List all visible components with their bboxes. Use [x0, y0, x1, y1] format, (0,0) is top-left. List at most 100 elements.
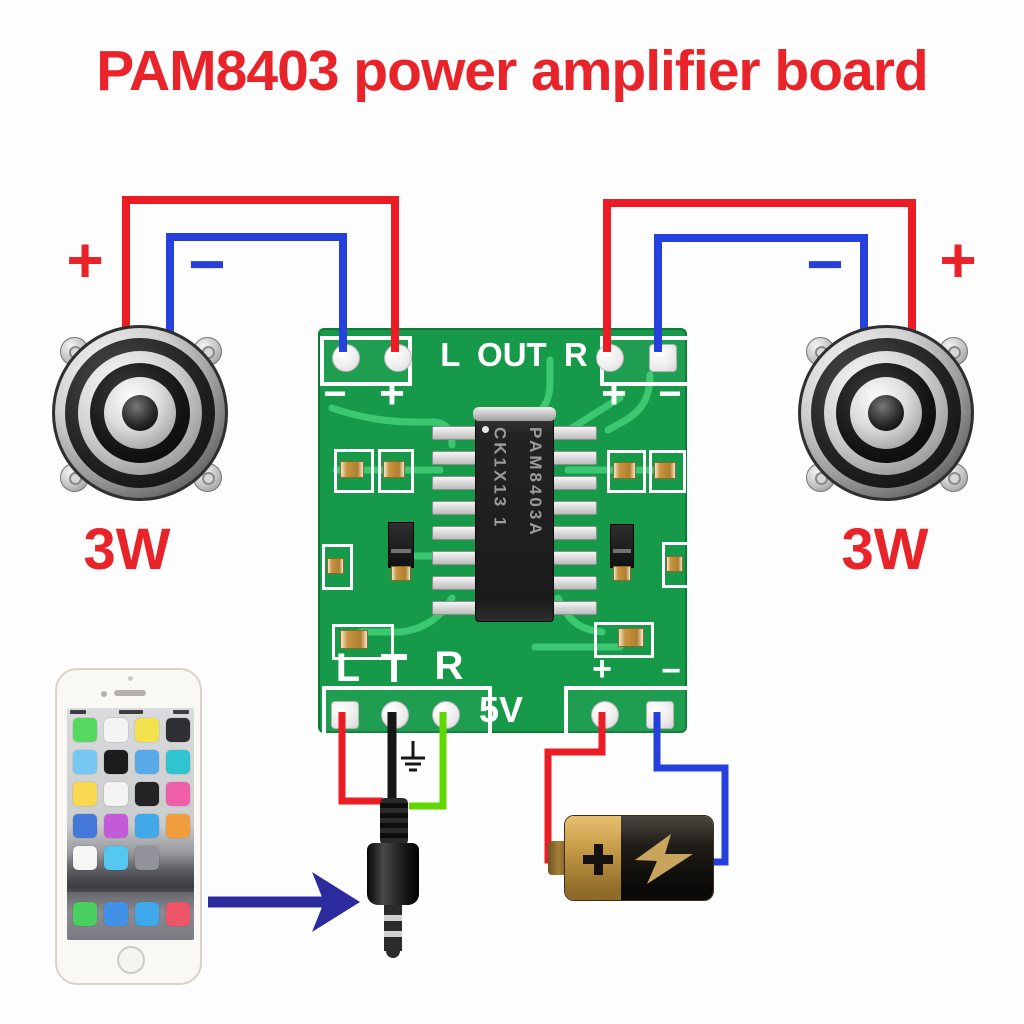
battery-positive-terminal [548, 841, 566, 875]
app-icon [135, 782, 159, 806]
app-icon [73, 846, 97, 870]
right-speaker-positive-wire [603, 199, 916, 352]
smd-outline [332, 624, 394, 660]
left-terminal-minus: − [323, 372, 347, 416]
right-terminal-minus: − [658, 372, 682, 416]
smd-component [383, 461, 405, 478]
app-icon [104, 782, 128, 806]
status-bar-clock [119, 710, 143, 714]
chip-batch-code: CK1X13 1 [490, 427, 510, 530]
right-terminal-plus: + [601, 369, 627, 418]
smd-component [391, 566, 411, 581]
battery-body [564, 815, 714, 901]
chip-markings: PAM8403A CK1X13 1 [476, 413, 553, 621]
smd-component [340, 461, 364, 478]
lightning-bolt-icon [635, 834, 693, 884]
app-icon [104, 902, 128, 926]
app-icon [104, 750, 128, 774]
power-input-terminal [564, 686, 693, 740]
app-icon [104, 814, 128, 838]
audio-left-wire [338, 712, 383, 805]
chip-part-number: PAM8403A [526, 427, 545, 538]
left-speaker-plus-label: + [66, 224, 104, 296]
jack-tip [386, 948, 400, 958]
smd-component [340, 630, 368, 649]
right-speaker-minus-label: − [806, 228, 844, 300]
jack-strain-relief [380, 798, 408, 845]
input-left-label: L [335, 646, 361, 690]
left-speaker-rating: 3W [83, 517, 171, 582]
smd-outline [378, 449, 414, 493]
page-title: PAM8403 power amplifier board [96, 39, 929, 103]
smd-outline [322, 544, 353, 590]
power-minus-mark: − [661, 652, 681, 690]
app-icon [73, 718, 97, 742]
app-icon [73, 814, 97, 838]
smd-outline [334, 449, 374, 493]
app-icon [104, 846, 128, 870]
dock [67, 892, 194, 940]
app-icon [166, 750, 190, 774]
app-icon [166, 782, 190, 806]
jack-ring [384, 931, 402, 937]
app-icon [135, 846, 159, 870]
smd-component [613, 462, 636, 479]
status-bar-battery [173, 710, 189, 714]
left-speaker-minus-label: − [188, 228, 226, 300]
app-icon [166, 718, 190, 742]
speaker-dust-cap [868, 395, 904, 431]
left-terminal-plus: + [379, 369, 405, 418]
app-icon [135, 814, 159, 838]
phone-earpiece [114, 690, 146, 696]
right-speaker-plus-label: + [939, 224, 977, 296]
ground-icon [380, 654, 408, 684]
out-label: L OUT R [440, 336, 588, 373]
input-right-label: R [434, 644, 464, 688]
smd-component [666, 556, 683, 572]
app-icon [73, 750, 97, 774]
app-icon [73, 782, 97, 806]
app-icon-grid [67, 708, 194, 940]
left-speaker-positive-wire [122, 196, 399, 352]
phone-screen [67, 708, 194, 940]
power-voltage-label: 5V [478, 689, 524, 730]
app-icon [104, 718, 128, 742]
battery-plus-icon [594, 844, 603, 875]
ground-icon [401, 741, 425, 772]
status-bar-signal [70, 710, 86, 714]
smartphone [55, 668, 202, 985]
power-negative-wire [653, 712, 729, 866]
left-speaker-negative-wire [166, 233, 347, 352]
app-icon [166, 902, 190, 926]
jack-ring [384, 915, 402, 921]
battery [548, 815, 714, 901]
right-speaker-negative-wire [654, 234, 868, 352]
app-icon [135, 902, 159, 926]
app-icon [166, 814, 190, 838]
smd-component [613, 566, 631, 581]
smd-outline [662, 542, 692, 588]
power-plus-mark: + [592, 650, 612, 688]
smd-component [654, 462, 676, 479]
chip-top-cap [473, 407, 556, 421]
solder-pad [649, 344, 677, 372]
right-speaker [798, 325, 974, 501]
phone-sensor [128, 676, 133, 681]
smd-outline [649, 450, 686, 493]
audio-right-wire [409, 712, 447, 810]
right-speaker-rating: 3W [841, 517, 929, 582]
speaker-dust-cap [122, 395, 158, 431]
smd-component [618, 628, 644, 647]
chip-pins [320, 330, 689, 735]
app-icon [135, 750, 159, 774]
smd-component [327, 558, 344, 574]
left-speaker [52, 325, 228, 501]
app-icon [73, 902, 97, 926]
home-button [117, 946, 145, 974]
jack-shaft [384, 905, 402, 951]
smd-outline [594, 622, 654, 658]
smd-outline [607, 450, 646, 493]
app-icon [135, 718, 159, 742]
